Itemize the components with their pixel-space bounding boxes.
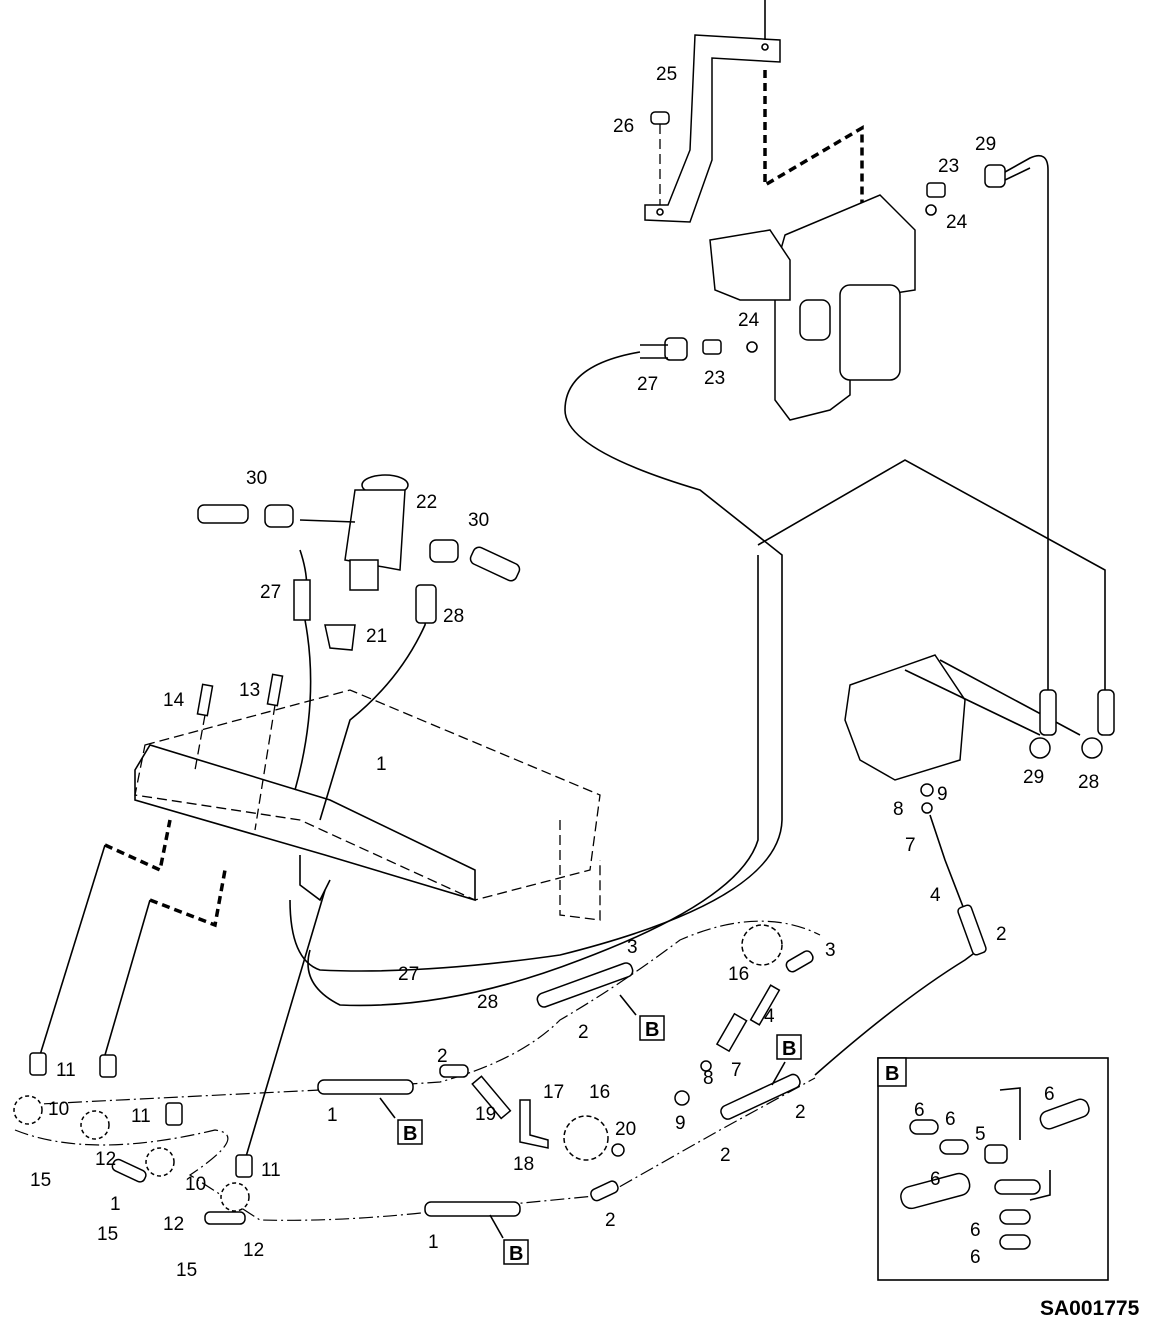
detail-view-title: B [885,1063,899,1085]
callout-11: 11 [131,1106,151,1127]
callout-28: 28 [443,606,464,627]
hose-fittings-top [289,154,1106,1007]
callout-7: 7 [731,1060,742,1081]
callout-8: 8 [893,799,904,820]
callout-12: 12 [163,1214,184,1235]
callout-27: 27 [260,582,281,603]
callout-24: 24 [946,212,968,233]
frame [134,673,601,921]
callout-27: 27 [398,964,419,985]
callout-8: 8 [703,1068,714,1089]
callout-10: 10 [48,1099,69,1120]
callout-30: 30 [468,510,489,531]
callout-14: 14 [163,690,185,711]
callout-26: 26 [613,116,634,137]
callout-2: 2 [795,1102,806,1123]
callout-21: 21 [366,626,387,647]
callout-6: 6 [970,1247,981,1268]
detail-view-b [877,1057,1109,1281]
callout-2: 2 [605,1210,616,1231]
callout-12: 12 [95,1149,116,1170]
drive-chains [13,920,821,1225]
callout-9: 9 [675,1113,686,1134]
callout-15: 15 [30,1170,51,1191]
callout-16: 16 [589,1082,610,1103]
callout-13: 13 [239,680,260,701]
view-b-reference-label: B [509,1243,523,1265]
callout-6: 6 [930,1169,941,1190]
callout-17: 17 [543,1082,564,1103]
callout-20: 20 [615,1119,636,1140]
callout-29: 29 [1023,767,1044,788]
callout-18: 18 [513,1154,534,1175]
callout-24: 24 [738,310,760,331]
callout-15: 15 [97,1224,118,1245]
callout-2: 2 [996,924,1007,945]
callout-28: 28 [477,992,498,1013]
callout-1: 1 [428,1232,439,1253]
callout-28: 28 [1078,772,1099,793]
callout-1: 1 [110,1194,121,1215]
callout-1: 1 [327,1105,338,1126]
callout-5: 5 [975,1124,986,1145]
pump-valve [814,654,1115,1076]
callout-23: 23 [938,156,959,177]
mounting-bracket [644,0,864,230]
callout-1: 1 [376,754,387,775]
callout-4: 4 [930,885,941,906]
callout-27: 27 [637,374,658,395]
callout-2: 2 [720,1145,731,1166]
callout-7: 7 [905,835,916,856]
callout-10: 10 [185,1174,206,1195]
control-rods [39,819,326,1161]
view-b-reference-label: B [403,1123,417,1145]
callout-6: 6 [970,1220,981,1241]
callout-3: 3 [627,937,638,958]
callout-29: 29 [975,134,996,155]
callout-22: 22 [416,492,437,513]
callout-15: 15 [176,1260,197,1281]
callout-11: 11 [56,1060,76,1081]
callout-6: 6 [914,1100,925,1121]
callout-11: 11 [261,1160,281,1181]
callout-9: 9 [937,784,948,805]
callout-2: 2 [578,1022,589,1043]
view-b-reference-label: B [782,1038,796,1060]
view-b-reference-label: B [645,1019,659,1041]
callout-6: 6 [1044,1084,1055,1105]
callout-6: 6 [945,1109,956,1130]
callout-23: 23 [704,368,725,389]
control-valve [709,194,916,421]
callout-25: 25 [656,64,677,85]
drawing-code: SA001775 [1040,1297,1140,1320]
callout-2: 2 [437,1046,448,1067]
view-b-references [379,994,802,1265]
callout-3: 3 [825,940,836,961]
hydraulic-motor [299,474,409,651]
fittings-30 [197,504,521,821]
callout-4: 4 [764,1006,775,1027]
callout-19: 19 [475,1104,496,1125]
callout-16: 16 [728,964,749,985]
callout-30: 30 [246,468,267,489]
bolt-26 [650,111,670,205]
callout-12: 12 [243,1240,264,1261]
